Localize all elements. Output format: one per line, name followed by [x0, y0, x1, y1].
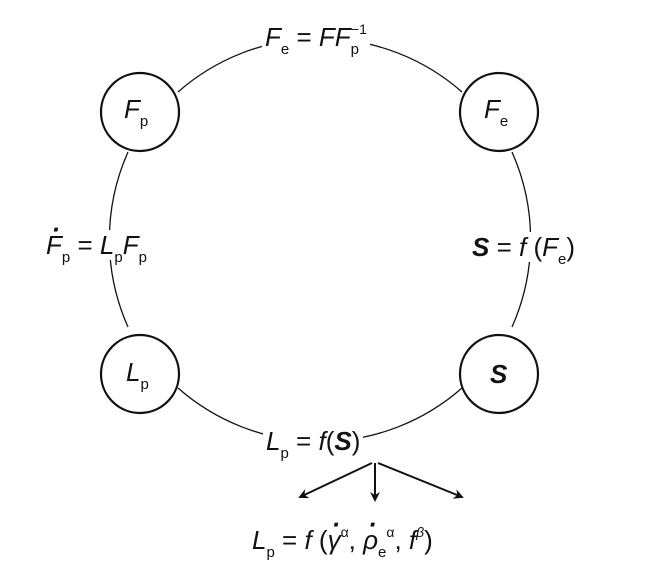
node-fp-circle	[99, 71, 181, 153]
arrow-left	[298, 462, 373, 499]
equation-extended: Lp = f (γα, ρeα, fβ)	[252, 525, 433, 560]
node-lp-circle	[99, 333, 181, 415]
node-lp-label: Lp	[126, 357, 149, 393]
equation-top: Fe = FFp−1	[262, 22, 370, 57]
equation-right: S = f (Fe)	[470, 232, 578, 268]
node-fe-circle	[458, 71, 540, 153]
node-fp-label: Fp	[124, 94, 149, 130]
node-fe-label: Fe	[484, 94, 509, 130]
node-s-circle	[458, 333, 540, 415]
equation-left: Fp = LpFp	[44, 230, 149, 265]
node-s-label: S	[490, 359, 508, 389]
arrow-right	[377, 462, 464, 499]
equation-bottom: Lp = f(S)	[263, 428, 364, 461]
